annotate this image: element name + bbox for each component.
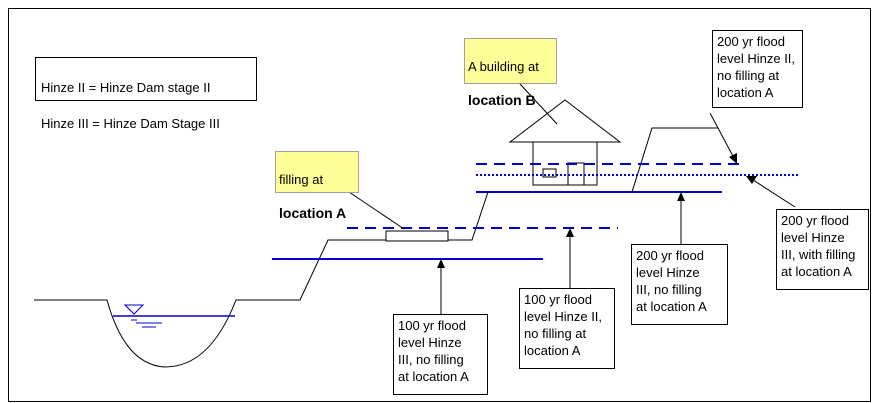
arrow-200yr-hinze3-fill bbox=[746, 176, 796, 208]
arrow-200yr-hinze3-nofill bbox=[677, 192, 685, 246]
callout-building-b-bold: location B bbox=[468, 92, 536, 108]
callout-building-b-text: A building at bbox=[468, 59, 539, 74]
leader-filling-a bbox=[348, 191, 405, 230]
legend-hinze3: Hinze III = Hinze Dam Stage III bbox=[41, 116, 220, 131]
legend-hinze2: Hinze II = Hinze Dam stage II bbox=[41, 80, 211, 95]
building-window bbox=[542, 168, 557, 178]
leader-building-b bbox=[519, 83, 558, 125]
callout-filling-a-bold: location A bbox=[279, 205, 347, 221]
callout-200yr-hinze3-nofill: 200 yr flood level Hinze III, no filling… bbox=[631, 244, 728, 325]
arrow-100yr-hinze2 bbox=[566, 228, 574, 290]
callout-filling-a-text: filling at bbox=[279, 172, 324, 187]
diagram-frame bbox=[8, 8, 871, 402]
callout-200yr-hinze2-nofill: 200 yr flood level Hinze II, no filling … bbox=[712, 30, 803, 108]
water-level-triangle-icon bbox=[123, 304, 145, 315]
callout-200yr-hinze3-fill: 200 yr flood level Hinze III, with filli… bbox=[776, 209, 869, 290]
arrow-100yr-hinze3 bbox=[437, 259, 445, 316]
callout-building-b: A building at location B bbox=[464, 38, 557, 108]
legend-box: Hinze II = Hinze Dam stage II Hinze III … bbox=[35, 57, 257, 131]
callout-100yr-hinze2-nofill: 100 yr flood level Hinze II, no filling … bbox=[519, 288, 615, 369]
callout-filling-a: filling at location A bbox=[275, 151, 359, 221]
arrow-200yr-hinze2-nofill bbox=[709, 112, 737, 164]
callout-100yr-hinze3-nofill: 100 yr flood level Hinze III, no filling… bbox=[393, 314, 488, 395]
ground-profile bbox=[34, 127, 718, 368]
filling-block-location-a bbox=[385, 230, 449, 242]
